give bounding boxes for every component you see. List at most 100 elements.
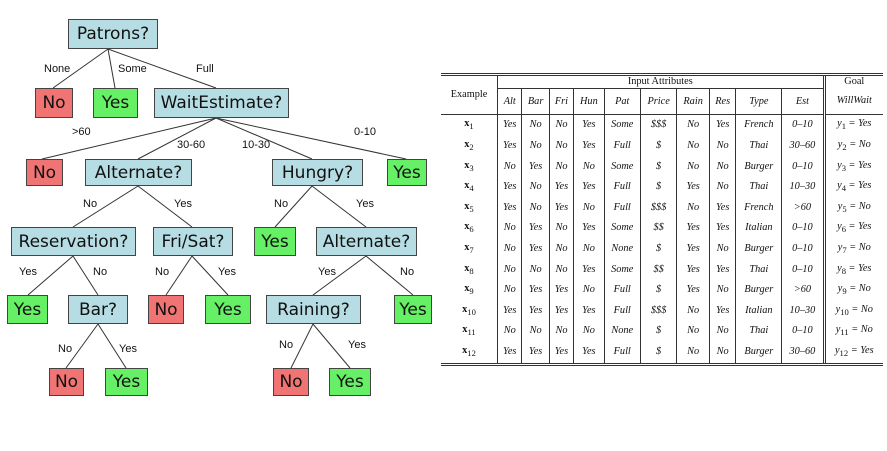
example-var: x <box>462 303 468 315</box>
goal-subscript: 10 <box>840 306 849 317</box>
leaf-yes-frisat: Yes <box>205 295 251 324</box>
table-cell: None <box>603 321 641 342</box>
edge-label-some: Some <box>118 63 147 75</box>
example-subscript: 11 <box>467 327 476 338</box>
edge-alt1-yes <box>137 185 193 228</box>
table-cell: No <box>708 176 736 198</box>
goal-value: = No <box>848 324 873 336</box>
example-subscript: 8 <box>469 265 474 276</box>
table-cell: No <box>548 259 574 280</box>
goal-var: y <box>837 200 843 212</box>
table-cell: Yes <box>521 279 550 301</box>
table-cell: No <box>676 156 710 177</box>
table-cell: Yes <box>708 197 736 219</box>
leaf-yes-res: Yes <box>7 295 48 324</box>
table-cell: Burger <box>735 238 782 260</box>
table-cell: No <box>573 279 605 301</box>
goal-cell: y11 = No <box>822 321 883 342</box>
edge-alt2-no <box>365 255 414 296</box>
example-subscript: 10 <box>467 306 476 317</box>
leaf-yes-alt2-no: Yes <box>394 295 432 324</box>
leaf-yes-bar: Yes <box>105 368 148 396</box>
table-cell: Yes <box>548 341 574 366</box>
table-cell: French <box>735 197 782 219</box>
goal-cell: y6 = Yes <box>822 218 883 239</box>
goal-var: y <box>837 139 843 151</box>
table-cell: No <box>708 238 736 260</box>
goal-value: = Yes <box>845 159 872 171</box>
node-raining: Raining? <box>266 295 361 324</box>
example-var: x <box>464 262 470 274</box>
edge-10-30 <box>215 117 313 160</box>
table-cell: No <box>548 135 574 157</box>
leaf-yes-raining: Yes <box>329 368 371 396</box>
example-var: x <box>462 345 468 357</box>
table-cell: Burger <box>735 279 782 301</box>
table-cell: No <box>708 135 736 157</box>
goal-var: y <box>837 221 842 233</box>
goal-cell: y7 = No <box>822 238 883 260</box>
table-cell: Some <box>603 259 641 280</box>
edge-alt2-yes <box>312 255 367 296</box>
table-cell: No <box>548 156 574 177</box>
table-cell: Yes <box>573 218 605 239</box>
goal-column-header: WillWait <box>822 88 883 115</box>
leaf-yes-some: Yes <box>93 88 138 118</box>
table-cell: 0–10 <box>781 113 825 136</box>
goal-var: y <box>837 118 842 130</box>
table-cell: Full <box>603 279 641 301</box>
goal-subscript: 5 <box>842 203 847 214</box>
goal-value: = Yes <box>848 345 874 357</box>
col-header: Price <box>639 88 677 115</box>
table-cell: 0–10 <box>781 218 825 239</box>
example-var: x <box>464 283 470 295</box>
table-cell: Burger <box>735 341 782 366</box>
example-subscript: 3 <box>469 162 474 173</box>
col-header: Type <box>735 88 782 115</box>
leaf-no-frisat: No <box>148 295 184 324</box>
edge-0-10 <box>215 117 407 160</box>
goal-var: y <box>837 241 843 253</box>
edge-label-frisat-no: No <box>155 266 170 278</box>
edge-label-full: Full <box>196 63 214 75</box>
table-cell: No <box>708 279 736 301</box>
node-wait-estimate: WaitEstimate? <box>154 88 289 118</box>
table-cell: Yes <box>708 113 736 136</box>
table-cell: $ <box>639 176 677 198</box>
edge-30-60 <box>137 117 217 160</box>
edge-bar-no <box>65 323 99 369</box>
example-id: x7 <box>441 238 498 260</box>
table-cell: Yes <box>521 341 550 366</box>
goal-cell: y10 = No <box>822 300 883 322</box>
edge-label-30-60: 30-60 <box>177 139 206 151</box>
table-cell: No <box>503 160 516 172</box>
table-cell: Some <box>603 156 641 177</box>
table-cell: No <box>521 259 550 280</box>
table-cell: Thai <box>735 259 782 280</box>
goal-value: = Yes <box>845 262 872 274</box>
table-cell: No <box>708 341 736 366</box>
table-cell: No <box>548 218 574 239</box>
edge-rain-yes <box>312 323 351 369</box>
goal-subscript: 6 <box>841 224 846 235</box>
table-cell: No <box>521 197 550 219</box>
table-cell: $$$ <box>639 113 677 136</box>
table-cell: Yes <box>573 113 605 136</box>
table-cell: Full <box>603 341 641 366</box>
goal-header: Goal <box>822 73 883 89</box>
table-cell: No <box>521 135 550 157</box>
edge-label-gt60: >60 <box>72 126 91 138</box>
node-reservation: Reservation? <box>11 227 136 256</box>
example-subscript: 7 <box>469 245 474 256</box>
table-cell: $ <box>639 341 677 366</box>
table-cell: Yes <box>573 300 605 322</box>
table-cell: Yes <box>708 218 736 239</box>
example-subscript: 1 <box>469 121 474 132</box>
node-bar: Bar? <box>68 295 128 324</box>
